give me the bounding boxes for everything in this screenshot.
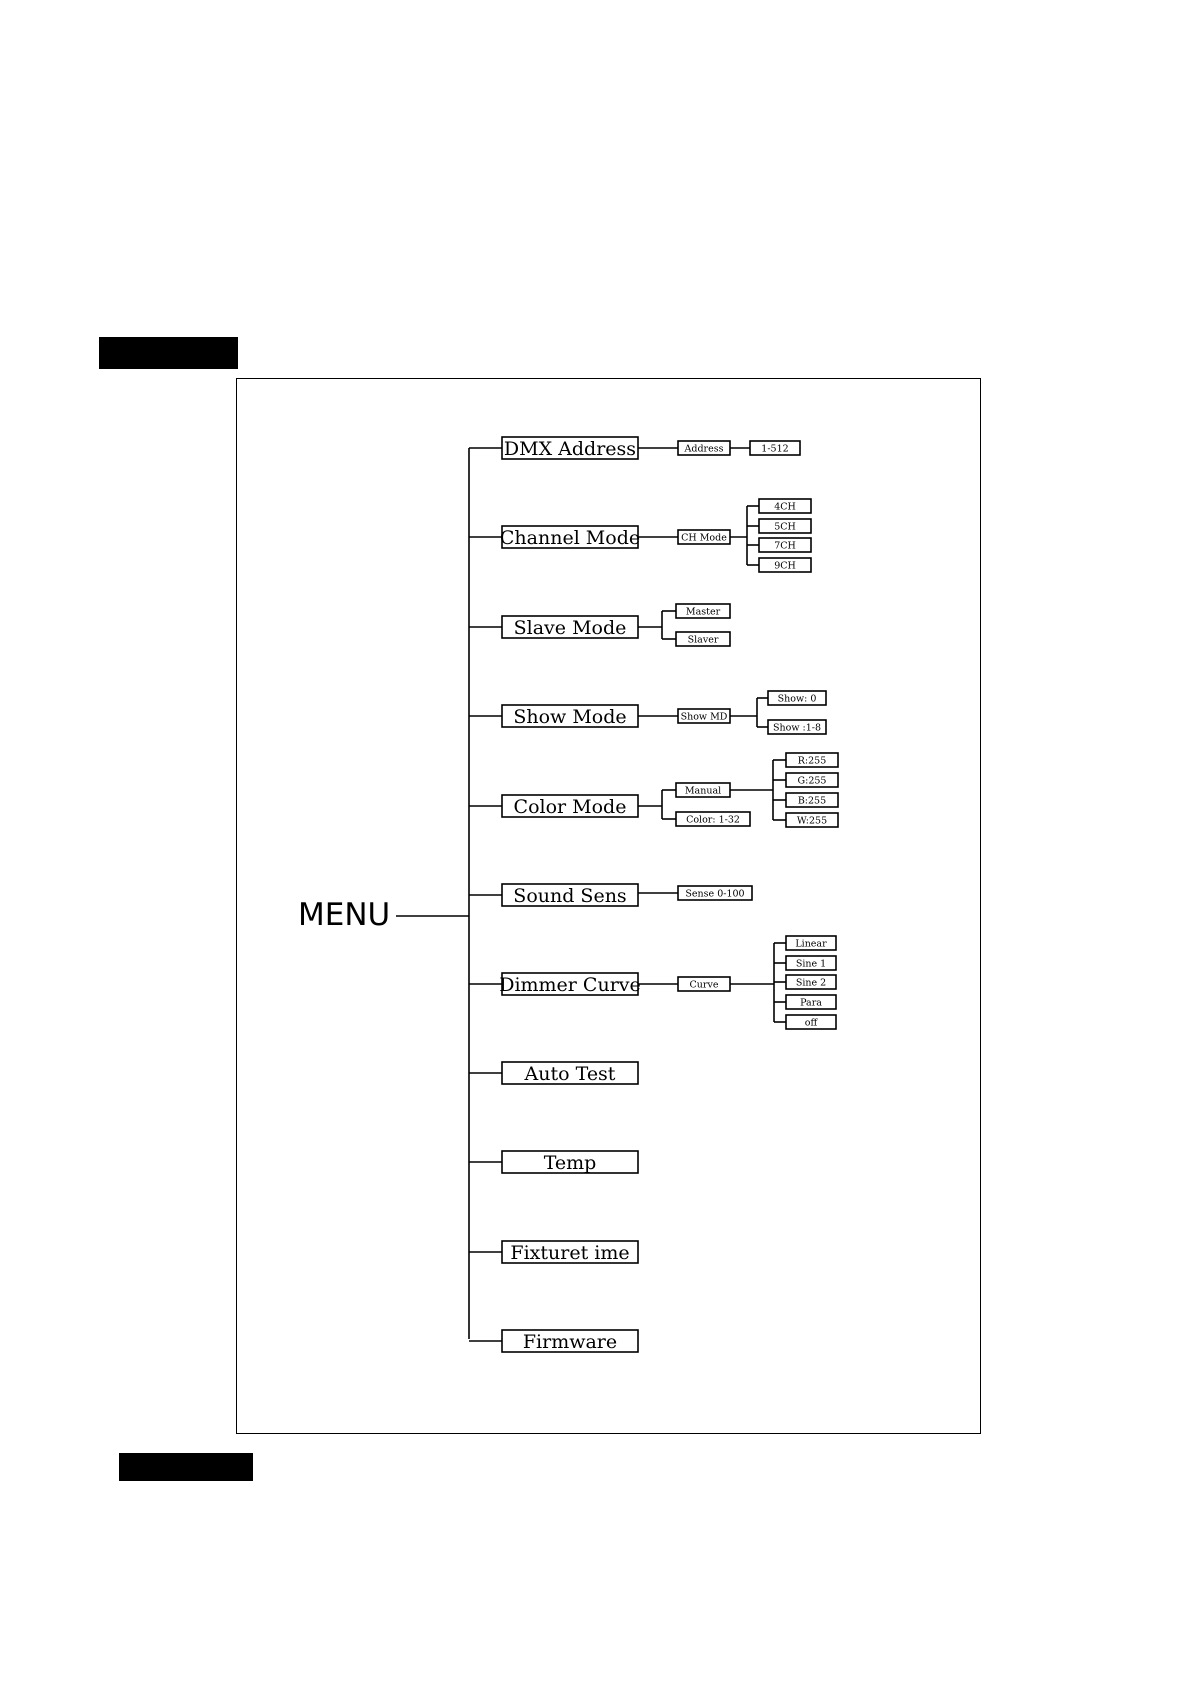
leaf-item-4-0-label: R:255	[798, 755, 827, 766]
leaf-item-6-3-label: Para	[800, 997, 822, 1008]
sub-item-6-0-label: Curve	[690, 979, 719, 990]
menu-item-9-label: Fixturet ime	[510, 1242, 629, 1264]
menu-item-1-label: Channel Mode	[500, 527, 640, 549]
leaf-item-1-0-label: 4CH	[774, 501, 796, 512]
leaf-item-1-1-label: 5CH	[774, 521, 796, 532]
leaf-item-3-1-label: Show :1-8	[773, 722, 821, 733]
menu-root-label: MENU	[298, 897, 390, 933]
leaf-item-1-3-label: 9CH	[774, 560, 796, 571]
sub-item-1-0-label: CH Mode	[681, 532, 727, 543]
menu-item-8-label: Temp	[544, 1152, 597, 1174]
menu-item-2-label: Slave Mode	[514, 617, 627, 639]
menu-item-0-label: DMX Address	[504, 438, 636, 460]
leaf-item-6-2-label: Sine 2	[796, 977, 826, 988]
leaf-item-6-4-label: off	[805, 1017, 819, 1028]
leaf-item-4-1-label: G:255	[798, 775, 827, 786]
leaf-item-1-2-label: 7CH	[774, 540, 796, 551]
sub-item-4-1-label: Color: 1-32	[686, 814, 740, 825]
leaf-item-3-0-label: Show: 0	[778, 693, 817, 704]
menu-item-3-label: Show Mode	[513, 706, 626, 728]
menu-item-10-label: Firmware	[523, 1331, 617, 1353]
leaf-item-6-1-label: Sine 1	[796, 958, 826, 969]
sub-item-3-0-label: Show MD	[681, 711, 728, 722]
leaf-item-0-0-label: 1-512	[761, 443, 788, 454]
menu-item-4-label: Color Mode	[514, 796, 627, 818]
menu-item-5-label: Sound Sens	[513, 885, 626, 907]
leaf-item-6-0-label: Linear	[795, 938, 827, 949]
sub-item-4-0-label: Manual	[685, 785, 721, 796]
leaf-item-4-3-label: W:255	[797, 815, 827, 826]
sub-item-5-0-label: Sense 0-100	[685, 888, 744, 899]
menu-item-6-label: Dimmer Curve	[499, 974, 641, 996]
sub-item-2-0-label: Master	[686, 606, 721, 617]
menu-item-7-label: Auto Test	[524, 1063, 616, 1085]
sub-item-2-1-label: Slaver	[688, 634, 719, 645]
sub-item-0-0-label: Address	[684, 443, 724, 454]
leaf-item-4-2-label: B:255	[798, 795, 826, 806]
